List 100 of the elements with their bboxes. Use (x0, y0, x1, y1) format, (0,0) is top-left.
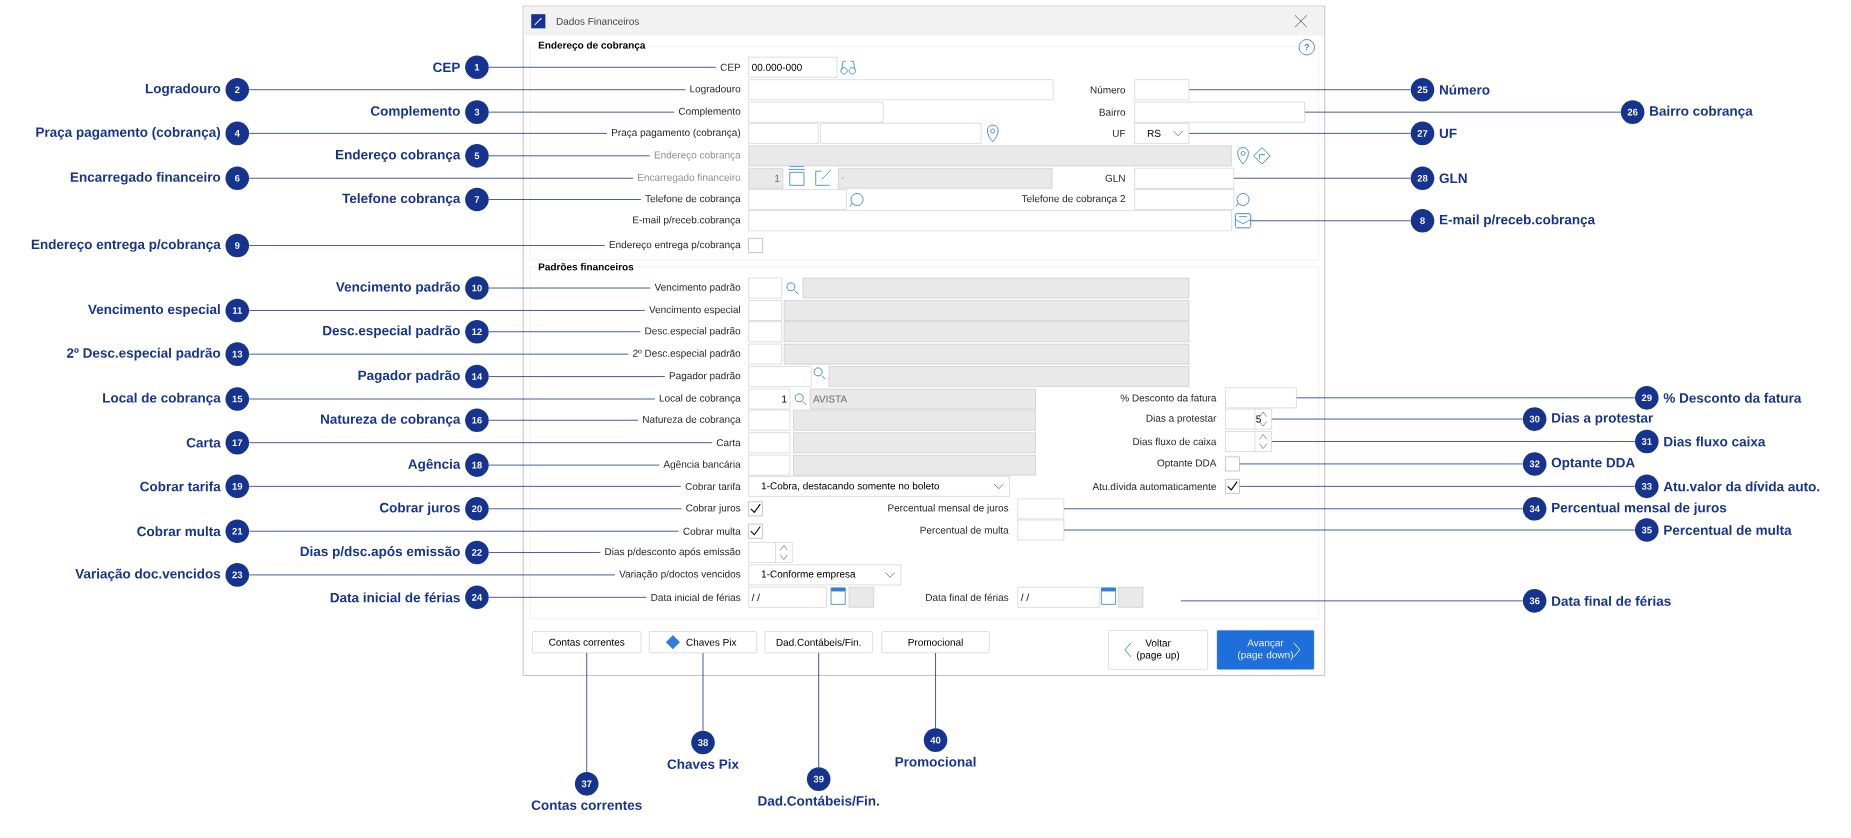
callout-label: GLN (1439, 173, 1467, 183)
input-field: AVISTA (809, 388, 1036, 410)
callout-number: 28 (1410, 166, 1435, 190)
leader-line (1180, 600, 1524, 602)
callout-label: Endereço entrega p/cobrança (31, 239, 221, 252)
leader-line (818, 652, 820, 768)
callout-number: 10 (465, 276, 489, 300)
callout-number: 38 (691, 730, 715, 755)
checkbox (1225, 479, 1240, 494)
callout-label: Bairro cobrança (1650, 105, 1753, 119)
callout-number: 3 (465, 100, 489, 124)
field-label: Dias p/desconto após emissão (605, 547, 741, 558)
callout-number: 19 (225, 474, 250, 499)
field-label: % Desconto da fatura (1120, 394, 1217, 402)
leader-line (1271, 418, 1524, 420)
callout-number: 23 (225, 563, 250, 587)
callout-number: 4 (225, 121, 250, 146)
input-field (1017, 498, 1065, 519)
callout-number: 22 (465, 540, 489, 565)
callout-label: Cobrar juros (379, 502, 460, 516)
leader-line (1063, 529, 1636, 531)
callout-label: Chaves Pix (667, 759, 739, 769)
field-label: Número (1090, 85, 1126, 94)
field-label: GLN (1105, 174, 1125, 182)
callout-number: 6 (225, 166, 250, 190)
callout-number: 17 (225, 430, 250, 455)
field-label: CEP (720, 63, 741, 71)
callout-label: Optante DDA (1551, 457, 1635, 470)
field-label: Data inicial de férias (651, 593, 741, 601)
input-field (828, 366, 1190, 387)
input-field (783, 300, 1190, 321)
leader-line (488, 376, 666, 377)
callout-label: Endereço cobrança (336, 149, 461, 163)
input-field (783, 321, 1190, 342)
callout-label: Complemento (370, 105, 460, 119)
leader-line (248, 442, 713, 443)
input-field (1134, 79, 1190, 100)
input-field (748, 366, 812, 387)
field-label: Pagador padrão (669, 371, 741, 382)
checkbox (748, 501, 763, 517)
callout-number: 12 (465, 319, 489, 344)
field-label: Telefone de cobrança (645, 194, 741, 205)
callout-number: 18 (465, 453, 489, 477)
field-label: Endereço entrega p/cobrança (609, 240, 741, 251)
leader-line (488, 199, 642, 200)
callout-label: 2º Desc.especial padrão (66, 347, 221, 361)
callout-label: Telefone cobrança (342, 193, 461, 206)
callout-label: Vencimento padrão (335, 281, 460, 295)
input-field: . (838, 167, 1053, 189)
leader-line (248, 132, 608, 134)
field-label: Desc.especial padrão (645, 327, 741, 337)
callout-label: Carta (186, 437, 221, 448)
callout-number: 8 (1410, 208, 1435, 233)
field-label: UF (1113, 129, 1126, 137)
callout-label: Percentual de multa (1664, 525, 1792, 535)
checkbox (1225, 456, 1240, 472)
callout-label: Percentual mensal de juros (1552, 502, 1727, 516)
callout-number: 5 (465, 143, 489, 168)
input-field (848, 587, 874, 608)
field-label: Endereço cobrança (654, 151, 741, 161)
field-label: Dias a protestar (1146, 414, 1217, 424)
window-title: Dados Financeiros (556, 17, 639, 25)
leader-line (488, 596, 647, 598)
field-label: Local de cobrança (659, 394, 741, 404)
callout-number: 35 (1635, 518, 1659, 542)
field-label: Cobrar multa (683, 527, 741, 535)
input-field (793, 432, 1036, 453)
field-label: Cobrar juros (686, 504, 741, 514)
callout-number: 34 (1522, 496, 1547, 521)
callout-number: 25 (1410, 77, 1435, 102)
callout-label: E-mail p/receb.cobrança (1439, 214, 1596, 227)
field-label: Bairro (1099, 108, 1126, 116)
leader-line (488, 331, 641, 333)
callout-number: 2 (225, 77, 250, 102)
checkbox (748, 238, 763, 253)
input-field (1117, 587, 1144, 608)
callout-label: Número (1439, 84, 1490, 95)
callout-number: 20 (465, 496, 489, 521)
leader-line (935, 652, 936, 729)
leader-line (248, 353, 629, 355)
leader-line (248, 310, 646, 311)
field-label: Vencimento padrão (654, 283, 741, 293)
input-field (748, 189, 847, 210)
input-field (748, 321, 782, 342)
field-label: Telefone de cobrança 2 (1021, 194, 1125, 205)
field-label: Dias fluxo de caixa (1133, 437, 1217, 446)
callout-number: 33 (1635, 474, 1659, 499)
callout-number: 7 (465, 187, 489, 212)
callout-number: 26 (1620, 100, 1645, 124)
leader-line (1239, 485, 1636, 487)
dropdown-field: RS (1134, 123, 1190, 144)
callout-number: 40 (923, 728, 948, 752)
input-field (802, 277, 1190, 299)
field-label: 2º Desc.especial padrão (633, 349, 741, 359)
field-label: Carta (716, 439, 741, 447)
callout-label: Dad.Contábeis/Fin. (758, 795, 879, 806)
input-field: 1 (748, 167, 784, 189)
callout-number: 21 (225, 519, 250, 543)
callout-number: 11 (225, 298, 250, 323)
checkbox (748, 523, 763, 539)
